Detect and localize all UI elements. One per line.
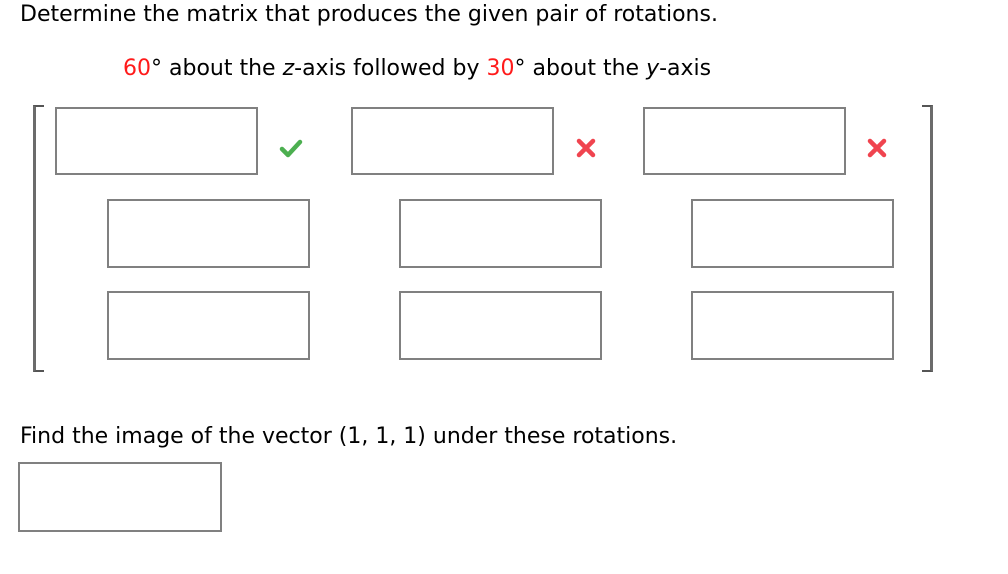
matrix-left-bracket [33,105,44,372]
x-mark-icon [576,138,596,158]
degree-symbol-1: ° [151,56,162,81]
matrix-cell-r1-c1[interactable] [55,107,258,175]
rotation-description: 60° about the z-axis followed by 30° abo… [123,55,711,83]
matrix-cell-r1-c3[interactable] [643,107,846,175]
axis-1: z [282,56,295,81]
description-text-3: about the [525,56,647,81]
matrix-cell-r3-c3[interactable] [691,291,894,360]
vector-image-answer-input[interactable] [18,462,222,532]
matrix-cell-r3-c2[interactable] [399,291,602,360]
angle-2: 30 [486,56,515,81]
question-2-text: Find the image of the vector (1, 1, 1) u… [20,424,678,449]
axis-2: y [646,56,660,81]
matrix-cell-r2-c1[interactable] [107,199,310,268]
matrix-cell-r3-c1[interactable] [107,291,310,360]
checkmark-icon [279,139,303,158]
matrix-cell-r2-c2[interactable] [399,199,602,268]
angle-1: 60 [123,56,151,81]
matrix-cell-r2-c3[interactable] [691,199,894,268]
degree-symbol-2: ° [514,56,526,81]
x-mark-icon [867,138,887,158]
question-title: Determine the matrix that produces the g… [20,2,718,27]
matrix-cell-r1-c2[interactable] [351,107,554,175]
description-text-2: -axis followed by [294,56,487,81]
description-text-1: about the [162,56,283,81]
description-text-4: -axis [659,56,712,81]
matrix-right-bracket [922,105,933,372]
